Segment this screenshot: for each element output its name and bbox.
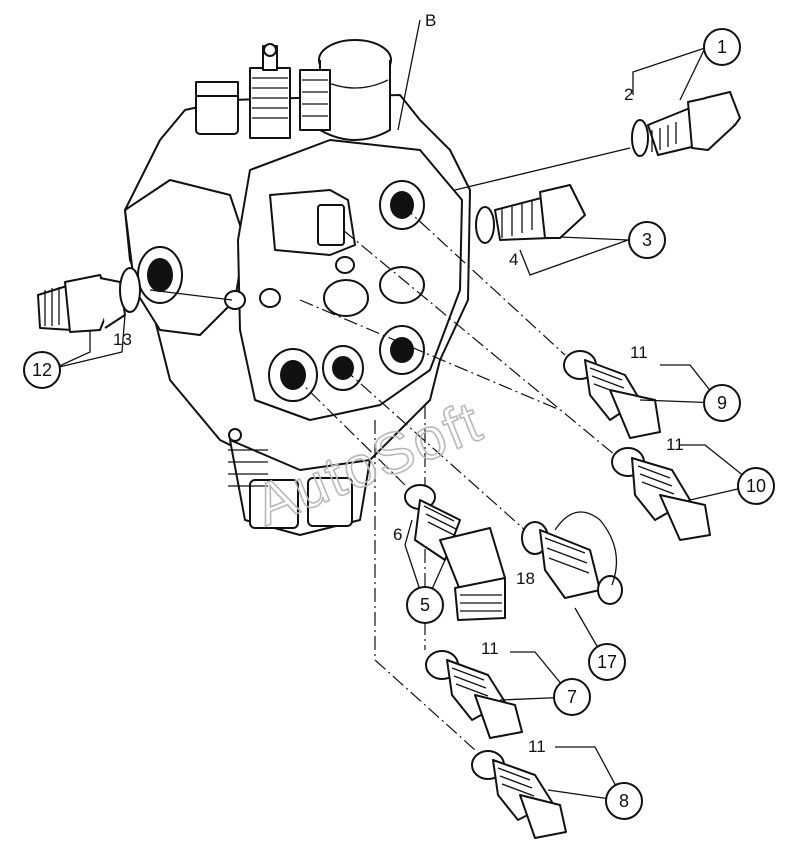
callout-leaders [54, 47, 756, 802]
label-6: 6 [393, 525, 402, 544]
svg-text:12: 12 [32, 360, 52, 380]
svg-text:10: 10 [746, 476, 766, 496]
label-2: 2 [624, 85, 633, 104]
callout-1: 1 [703, 28, 741, 66]
callout-12: 12 [23, 351, 61, 389]
svg-text:17: 17 [597, 652, 617, 672]
fitting-3 [475, 184, 586, 244]
spring-assembly [249, 43, 331, 139]
label-b: B [425, 11, 436, 30]
label-11-b: 11 [666, 435, 684, 454]
callout-9: 9 [703, 384, 741, 422]
svg-text:5: 5 [420, 595, 430, 615]
label-4: 4 [509, 250, 518, 269]
callout-8: 8 [605, 782, 643, 820]
svg-text:9: 9 [717, 393, 727, 413]
callout-7: 7 [553, 678, 591, 716]
svg-text:8: 8 [619, 791, 629, 811]
label-18: 18 [516, 569, 535, 588]
label-11-c: 11 [481, 639, 499, 658]
fitting-1 [631, 91, 741, 157]
svg-text:7: 7 [567, 687, 577, 707]
label-11-a: 11 [630, 343, 648, 362]
callout-body-b: B [425, 11, 436, 30]
fitting-8 [471, 750, 567, 839]
fitting-10 [611, 447, 711, 541]
callout-17: 17 [588, 643, 626, 681]
fitting-17-coupler [521, 511, 623, 605]
callout-10: 10 [737, 467, 775, 505]
fitting-12 [37, 267, 141, 333]
svg-text:1: 1 [717, 37, 727, 57]
callout-5: 5 [406, 586, 444, 624]
svg-text:3: 3 [642, 230, 652, 250]
valve-body [124, 39, 471, 536]
fitting-7 [425, 650, 523, 739]
fitting-5-elbow [404, 484, 506, 621]
label-11-d: 11 [528, 737, 546, 756]
callout-3: 3 [628, 221, 666, 259]
fitting-9 [563, 350, 661, 439]
label-13: 13 [113, 330, 132, 349]
